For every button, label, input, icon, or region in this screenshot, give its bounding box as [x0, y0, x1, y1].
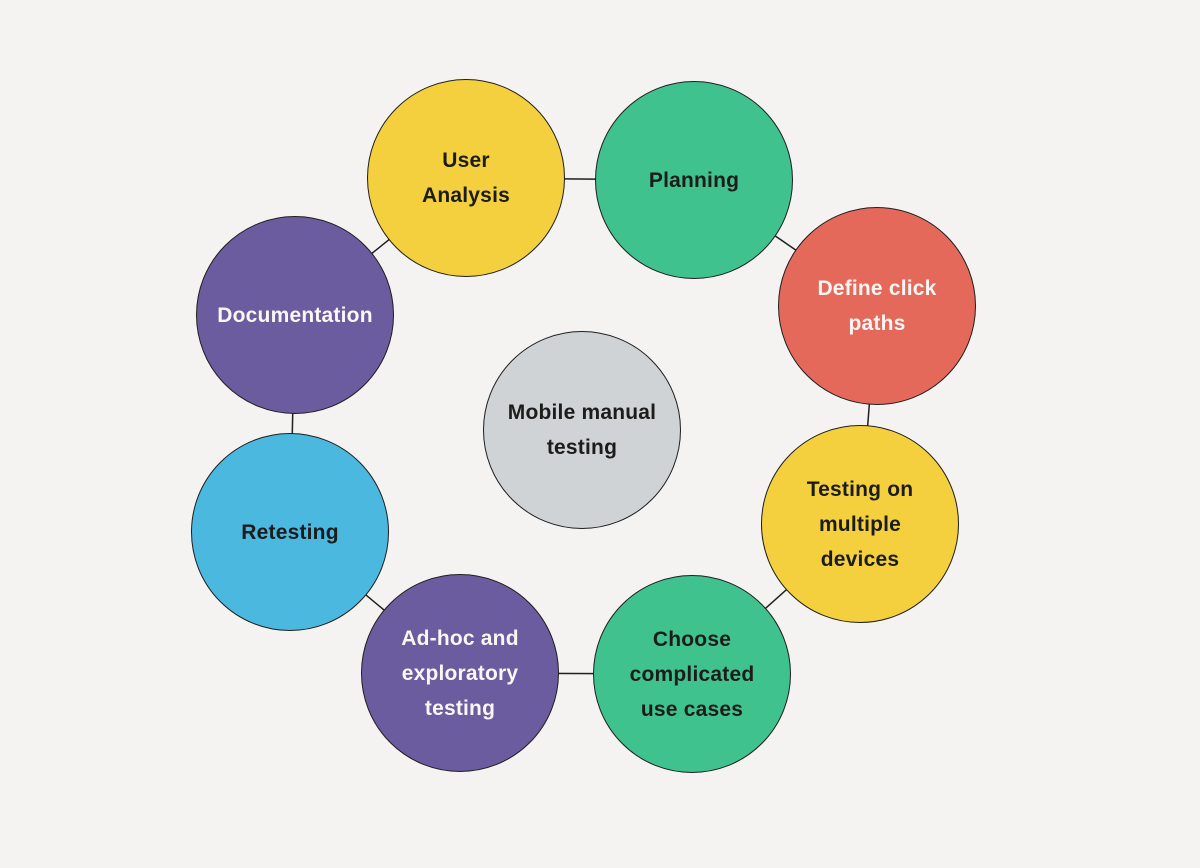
node-planning-label: Planning [648, 168, 740, 192]
node-mobile-manual-testing: Mobile manual testing [483, 331, 681, 529]
node-define-click-paths: Define click paths [778, 207, 976, 405]
node-retesting-label: Retesting [241, 520, 339, 544]
node-documentation: Documentation [196, 216, 394, 414]
node-user-analysis: User Analysis [367, 79, 565, 277]
node-retesting: Retesting [191, 433, 389, 631]
node-adhoc-and-exploratory-testing-label: Ad-hoc and exploratory testing [401, 626, 519, 720]
node-mobile-manual-testing-label: Mobile manual testing [507, 401, 657, 459]
node-choose-complicated-use-cases: Choose complicated use cases [593, 575, 791, 773]
node-testing-on-multiple-devices-label: Testing on multiple devices [806, 477, 914, 571]
node-planning: Planning [595, 81, 793, 279]
node-testing-on-multiple-devices: Testing on multiple devices [761, 425, 959, 623]
node-choose-complicated-use-cases-label: Choose complicated use cases [629, 627, 755, 721]
node-define-click-paths-label: Define click paths [817, 277, 937, 335]
node-documentation-label: Documentation [217, 303, 373, 327]
node-adhoc-and-exploratory-testing: Ad-hoc and exploratory testing [361, 574, 559, 772]
node-user-analysis-label: User Analysis [422, 149, 510, 207]
